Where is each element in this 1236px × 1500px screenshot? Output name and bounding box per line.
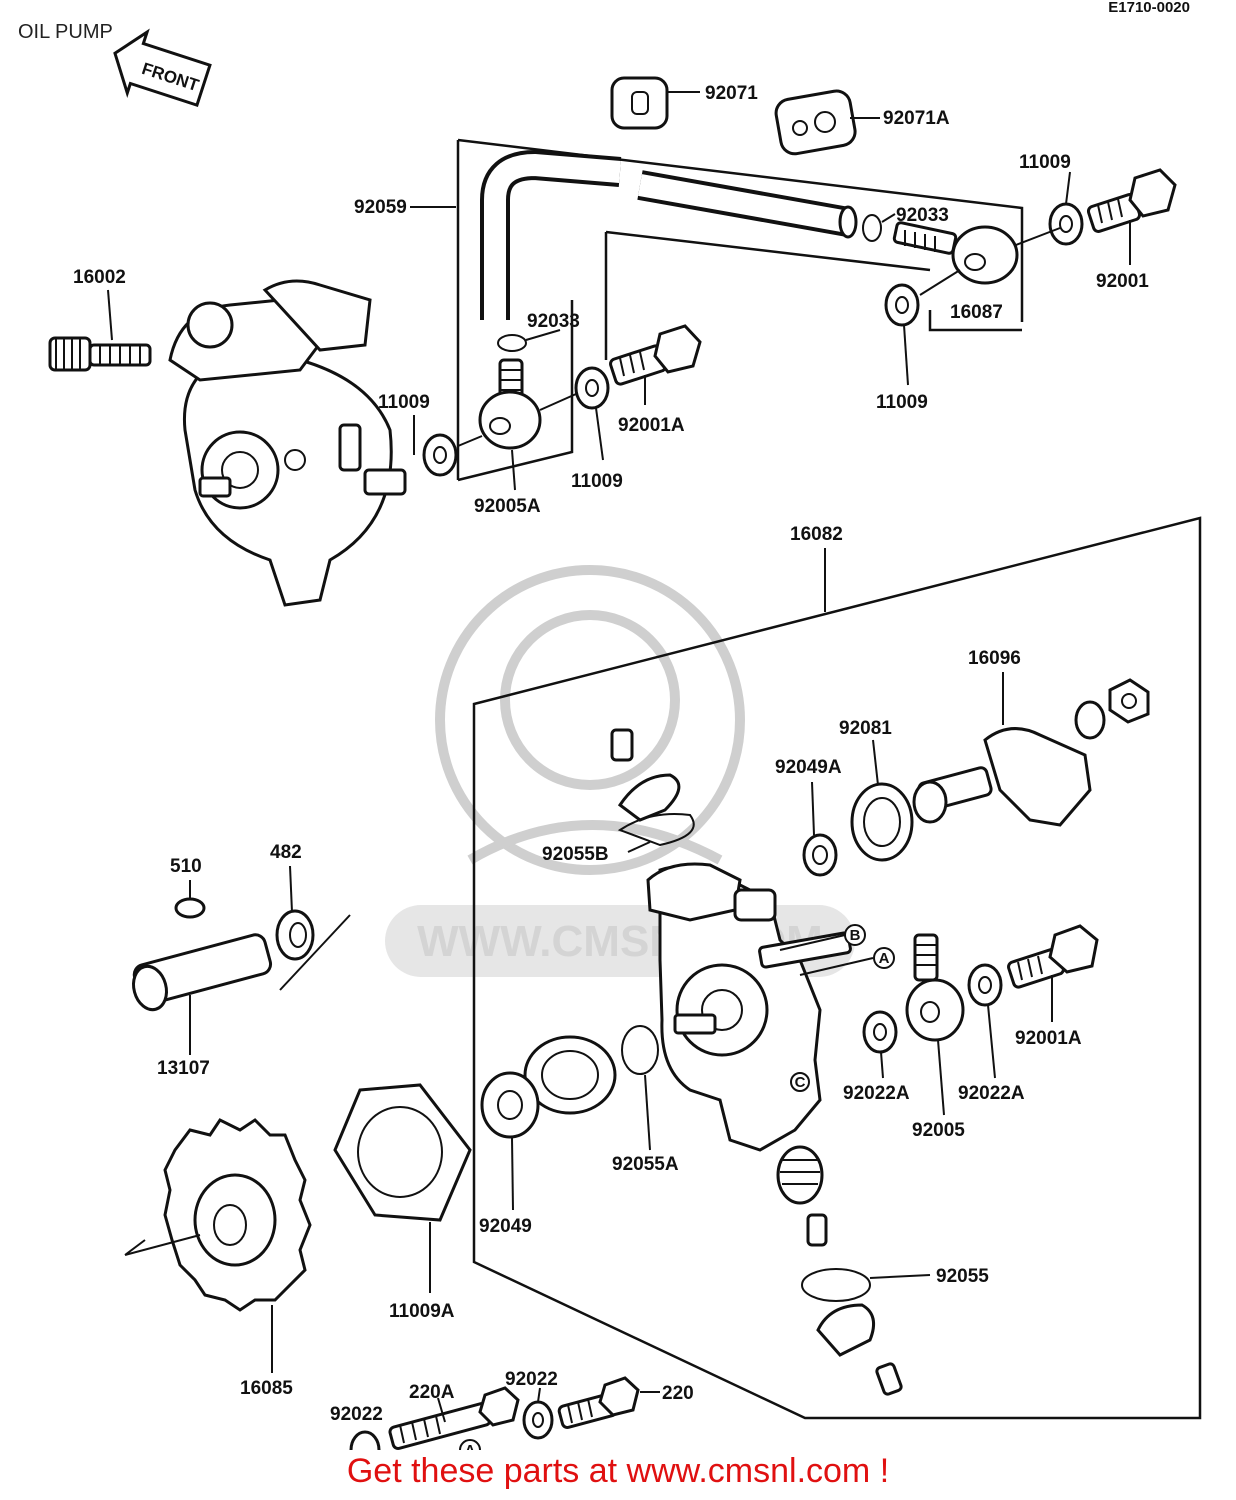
valve-16096 bbox=[912, 678, 1150, 827]
banjo-fitting-92005A bbox=[478, 358, 542, 450]
label-11009-right: 11009 bbox=[876, 392, 928, 413]
label-92022A-right: 92022A bbox=[958, 1083, 1025, 1104]
label-92001: 92001 bbox=[1096, 271, 1149, 292]
label-16087: 16087 bbox=[950, 302, 1003, 323]
page-title: OIL PUMP bbox=[18, 21, 113, 43]
label-92071A: 92071A bbox=[883, 108, 950, 129]
oil-pump-assembled bbox=[168, 279, 407, 607]
label-11009A: 11009A bbox=[389, 1301, 455, 1322]
bolt-220 bbox=[557, 1376, 640, 1429]
part-labels: 92071 92071A 92059 11009 92033 92001 160… bbox=[73, 83, 1149, 1425]
cover-plate-top bbox=[610, 728, 695, 847]
o-ring-92033-right bbox=[862, 214, 882, 242]
label-92005A: 92005A bbox=[474, 496, 541, 517]
pin-510 bbox=[174, 897, 206, 919]
svg-text:A: A bbox=[879, 950, 890, 967]
marker-a-lower: A bbox=[459, 1439, 481, 1450]
label-92055B: 92055B bbox=[542, 844, 609, 865]
washer-92022-bottom-left bbox=[349, 1430, 381, 1450]
leader-lines bbox=[107, 171, 1131, 1423]
label-92055A: 92055A bbox=[612, 1154, 679, 1175]
label-482: 482 bbox=[270, 842, 302, 863]
hose-bent bbox=[480, 149, 622, 320]
banjo-fitting-92005 bbox=[905, 933, 965, 1042]
label-92049A: 92049A bbox=[775, 757, 842, 778]
oil-seal-92049 bbox=[480, 1071, 540, 1139]
washer-92022A-left bbox=[862, 1010, 898, 1054]
label-92059: 92059 bbox=[354, 197, 407, 218]
label-92001A-bottom: 92001A bbox=[1015, 1028, 1082, 1049]
label-92081: 92081 bbox=[839, 718, 892, 739]
washer-92022A-right bbox=[967, 963, 1003, 1007]
marker-b-upper: B bbox=[844, 924, 866, 946]
label-11009-center: 11009 bbox=[571, 471, 623, 492]
label-510: 510 bbox=[170, 856, 202, 877]
label-16002: 16002 bbox=[73, 267, 126, 288]
label-16085: 16085 bbox=[240, 1378, 293, 1399]
label-92001A-top: 92001A bbox=[618, 415, 685, 436]
footer-link-text[interactable]: Get these parts at www.cmsnl.com ! bbox=[346, 1452, 890, 1490]
clip-482 bbox=[275, 909, 315, 961]
label-92033-right: 92033 bbox=[896, 205, 949, 226]
label-92005: 92005 bbox=[912, 1120, 965, 1141]
seal-92049A bbox=[802, 833, 838, 877]
grommet-92071A bbox=[774, 89, 857, 156]
grommet-92071 bbox=[610, 76, 669, 130]
washer-92022-bottom bbox=[522, 1400, 554, 1440]
label-13107: 13107 bbox=[157, 1058, 210, 1079]
marker-c: C bbox=[790, 1072, 810, 1092]
washer-11009-right bbox=[884, 283, 920, 327]
label-11009-left: 11009 bbox=[378, 392, 430, 413]
svg-text:C: C bbox=[795, 1074, 806, 1091]
bolt-92001A-top bbox=[609, 324, 702, 386]
svg-text:B: B bbox=[850, 927, 861, 944]
banjo-fitting-16087 bbox=[892, 221, 1019, 285]
label-92033-center: 92033 bbox=[527, 311, 580, 332]
svg-text:A: A bbox=[465, 1442, 476, 1450]
label-16096: 16096 bbox=[968, 648, 1021, 669]
label-92022-bottom-left: 92022 bbox=[330, 1404, 383, 1425]
plug-16002 bbox=[48, 336, 152, 372]
lower-group-outline bbox=[472, 516, 1202, 1420]
washer-11009-left bbox=[422, 433, 458, 477]
label-92049: 92049 bbox=[479, 1216, 532, 1237]
bolt-92001A-bottom bbox=[1007, 924, 1099, 989]
o-ring-92033-center bbox=[497, 334, 527, 352]
relief-valve-parts bbox=[776, 1145, 903, 1396]
bolt-92001 bbox=[1086, 168, 1177, 233]
marker-a-upper: A bbox=[873, 947, 895, 969]
label-11009-top-right: 11009 bbox=[1019, 152, 1071, 173]
spring-92081 bbox=[850, 782, 914, 862]
label-92071: 92071 bbox=[705, 83, 758, 104]
cap-92055A-region bbox=[523, 1025, 659, 1115]
label-92055: 92055 bbox=[936, 1266, 989, 1287]
gasket-11009A bbox=[333, 1083, 472, 1222]
front-arrow: FRONT bbox=[113, 28, 212, 108]
oil-pump-body bbox=[646, 862, 852, 1152]
diagram-code: E1710-0020 bbox=[1108, 0, 1190, 16]
label-92022A-left: 92022A bbox=[843, 1083, 910, 1104]
label-220: 220 bbox=[662, 1383, 694, 1404]
bolt-220A bbox=[388, 1386, 520, 1450]
washer-11009-center bbox=[574, 366, 610, 410]
shaft-13107 bbox=[132, 933, 273, 1012]
hose-group bbox=[456, 138, 1024, 482]
label-92022-bottom: 92022 bbox=[505, 1369, 558, 1390]
washer-11009-top-right bbox=[1048, 202, 1084, 246]
gear-16085 bbox=[124, 1118, 312, 1312]
label-16082: 16082 bbox=[790, 524, 843, 545]
oil-pump-exploded-diagram: WWW.CMSNL.COM OIL PUMP E1710-0020 FRONT bbox=[18, 0, 1202, 1450]
label-220A: 220A bbox=[409, 1382, 455, 1403]
